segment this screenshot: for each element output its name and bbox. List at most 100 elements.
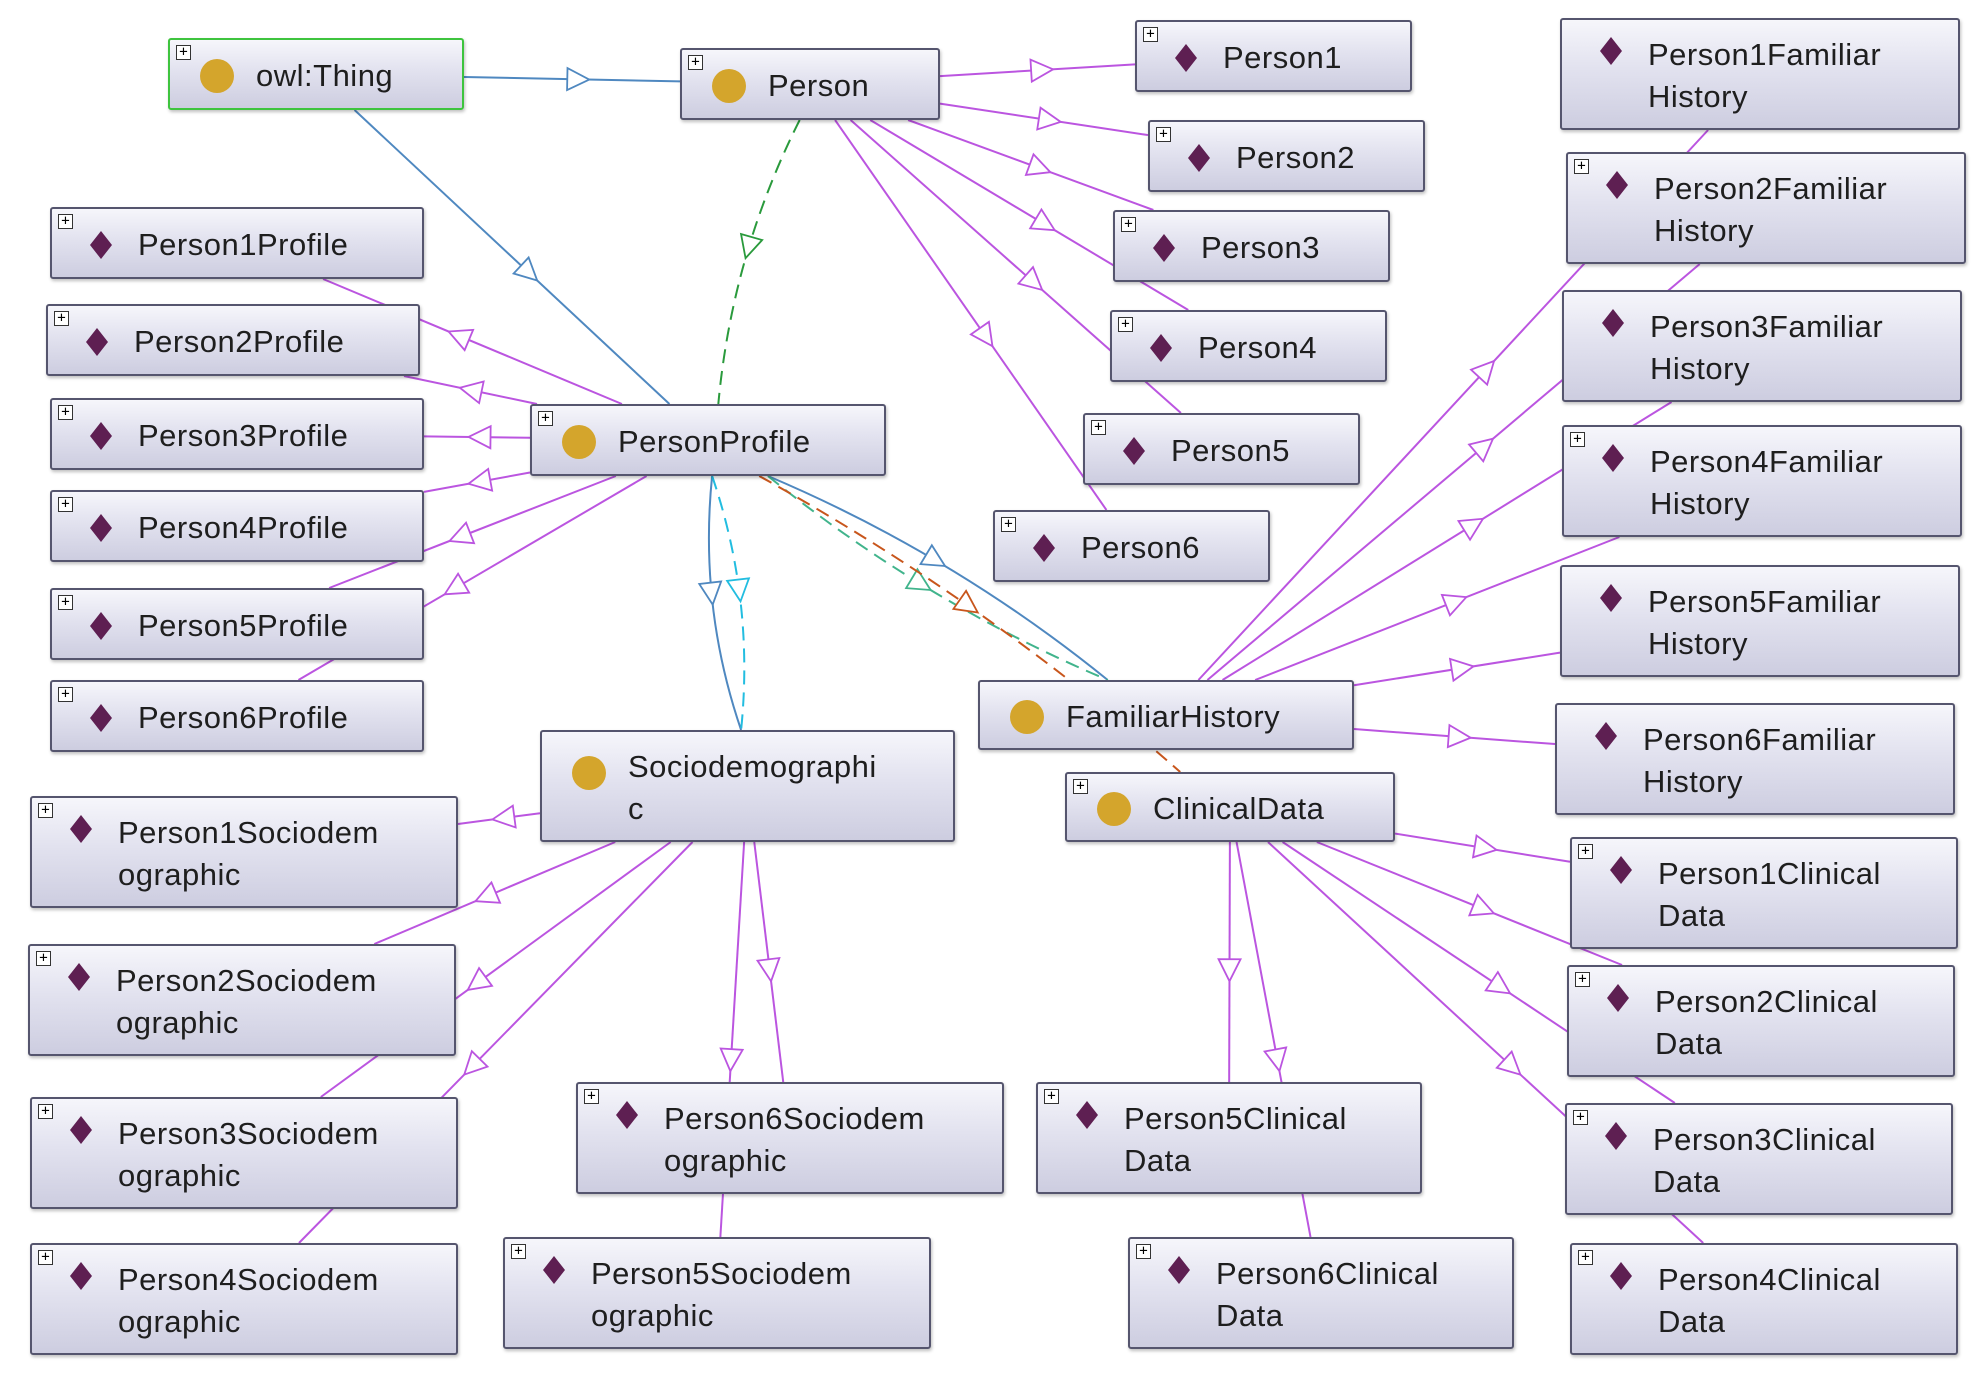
node-p2-clinical[interactable]: +Person2Clinical Data [1567,965,1955,1077]
expand-toggle-icon[interactable]: + [58,214,73,229]
edge-person_profile-to-p1_profile [322,278,623,405]
expand-toggle-icon[interactable]: + [538,411,553,426]
expand-toggle-icon[interactable]: + [688,55,703,70]
expand-toggle-icon[interactable]: + [1156,127,1171,142]
node-p5-familiar[interactable]: Person5Familiar History [1560,565,1960,677]
node-label: Person3Profile [138,418,349,453]
node-label: Person5Sociodem ographic [591,1256,852,1333]
expand-toggle-icon[interactable]: + [1091,420,1106,435]
node-label: Person3Familiar History [1650,309,1884,386]
individual-diamond-icon [1602,444,1624,472]
node-p6-profile[interactable]: +Person6Profile [50,680,424,752]
node-person4[interactable]: +Person4 [1110,310,1387,382]
individual-diamond-icon [1600,37,1622,65]
node-p1-clinical[interactable]: +Person1Clinical Data [1570,837,1958,949]
expand-toggle-icon[interactable]: + [176,45,191,60]
node-p3-clinical[interactable]: +Person3Clinical Data [1565,1103,1953,1215]
expand-toggle-icon[interactable]: + [1073,779,1088,794]
node-p5-profile[interactable]: + Person5Profile [50,588,424,660]
expand-toggle-icon[interactable]: + [1575,972,1590,987]
expand-toggle-icon[interactable]: + [36,951,51,966]
edge-arrowhead [1217,958,1242,984]
expand-toggle-icon[interactable]: + [58,405,73,420]
expand-toggle-icon[interactable]: + [58,687,73,702]
node-p1-socio[interactable]: + Person1Sociodem ographic [30,796,458,908]
node-p4-socio[interactable]: +Person4Sociodem ographic [30,1243,458,1355]
expand-toggle-icon[interactable]: + [1001,517,1016,532]
expand-toggle-icon[interactable]: + [1121,217,1136,232]
node-person-profile[interactable]: +PersonProfile [530,404,886,476]
node-label: Person2Familiar History [1654,171,1888,248]
node-label: Person4Clinical Data [1658,1262,1881,1339]
node-p3-socio[interactable]: +Person3Sociodem ographic [30,1097,458,1209]
class-circle-icon [562,425,596,459]
node-label: Person1Sociodem ographic [118,815,379,892]
individual-diamond-icon [70,815,92,843]
node-person2[interactable]: +Person2 [1148,120,1425,192]
node-owl-thing[interactable]: +owl:Thing [168,38,464,110]
node-label: Person5Profile [138,608,349,643]
edge-arrowhead [457,380,485,405]
node-label: Person6Familiar History [1643,722,1877,799]
node-p6-socio[interactable]: + Person6Sociodem ographic [576,1082,1004,1194]
node-p6-clinical[interactable]: +Person6Clinical Data [1128,1237,1514,1349]
individual-diamond-icon [90,514,112,542]
edge-arrowhead [739,232,764,261]
node-familiar-history[interactable]: FamiliarHistory [978,680,1354,750]
node-p2-familiar[interactable]: + Person2Familiar History [1566,152,1966,264]
node-p2-socio[interactable]: +Person2Sociodem ographic [28,944,456,1056]
node-p6-familiar[interactable]: Person6Familiar History [1555,703,1955,815]
expand-toggle-icon[interactable]: + [38,803,53,818]
expand-toggle-icon[interactable]: + [1143,27,1158,42]
individual-diamond-icon [543,1256,565,1284]
node-label: Person6Sociodem ographic [664,1101,925,1178]
expand-toggle-icon[interactable]: + [1118,317,1133,332]
node-person[interactable]: +Person [680,48,940,120]
expand-toggle-icon[interactable]: + [38,1250,53,1265]
node-clinical-data[interactable]: +ClinicalData [1065,772,1395,842]
edge-arrowhead [1029,58,1056,84]
expand-toggle-icon[interactable]: + [1573,1110,1588,1125]
expand-toggle-icon[interactable]: + [38,1104,53,1119]
expand-toggle-icon[interactable]: + [1574,159,1589,174]
node-p3-profile[interactable]: + Person3Profile [50,398,424,470]
node-p5-socio[interactable]: + Person5Sociodem ographic [503,1237,931,1349]
node-person5[interactable]: +Person5 [1083,413,1360,485]
expand-toggle-icon[interactable]: + [511,1244,526,1259]
expand-toggle-icon[interactable]: + [1578,844,1593,859]
edge-person_profile-to-p5_profile [328,475,617,589]
node-person3[interactable]: +Person3 [1113,210,1390,282]
expand-toggle-icon[interactable]: + [58,595,73,610]
class-circle-icon [712,69,746,103]
node-p2-profile[interactable]: +Person2Profile [46,304,420,376]
expand-toggle-icon[interactable]: + [1044,1089,1059,1104]
individual-diamond-icon [1602,309,1624,337]
edge-person-to-person6 [834,119,1108,511]
expand-toggle-icon[interactable]: + [1570,432,1585,447]
node-p4-clinical[interactable]: + Person4Clinical Data [1570,1243,1958,1355]
edge-arrowhead [442,571,471,596]
edge-arrowhead [490,804,517,829]
expand-toggle-icon[interactable]: + [1578,1250,1593,1265]
individual-diamond-icon [1168,1256,1190,1284]
edge-familiar_history-to-p5_familiar [1353,651,1561,687]
expand-toggle-icon[interactable]: + [1136,1244,1151,1259]
expand-toggle-icon[interactable]: + [58,497,73,512]
node-person6[interactable]: +Person6 [993,510,1270,582]
node-p4-familiar[interactable]: +Person4Familiar History [1562,425,1962,537]
node-person1[interactable]: +Person1 [1135,20,1412,92]
class-circle-icon [1097,792,1131,826]
expand-toggle-icon[interactable]: + [584,1089,599,1104]
edge-arrowhead [1495,1049,1522,1076]
node-p4-profile[interactable]: +Person4Profile [50,490,424,562]
node-p1-profile[interactable]: +Person1Profile [50,207,424,279]
individual-diamond-icon [1610,1262,1632,1290]
individual-diamond-icon [1188,144,1210,172]
node-p5-clinical[interactable]: +Person5Clinical Data [1036,1082,1422,1194]
expand-toggle-icon[interactable]: + [54,311,69,326]
node-p1-familiar[interactable]: Person1Familiar History [1560,18,1960,130]
individual-diamond-icon [1606,171,1628,199]
edge-arrowhead [466,966,494,992]
node-p3-familiar[interactable]: Person3Familiar History [1562,290,1962,402]
node-sociodemographic[interactable]: Sociodemographi c [540,730,955,842]
